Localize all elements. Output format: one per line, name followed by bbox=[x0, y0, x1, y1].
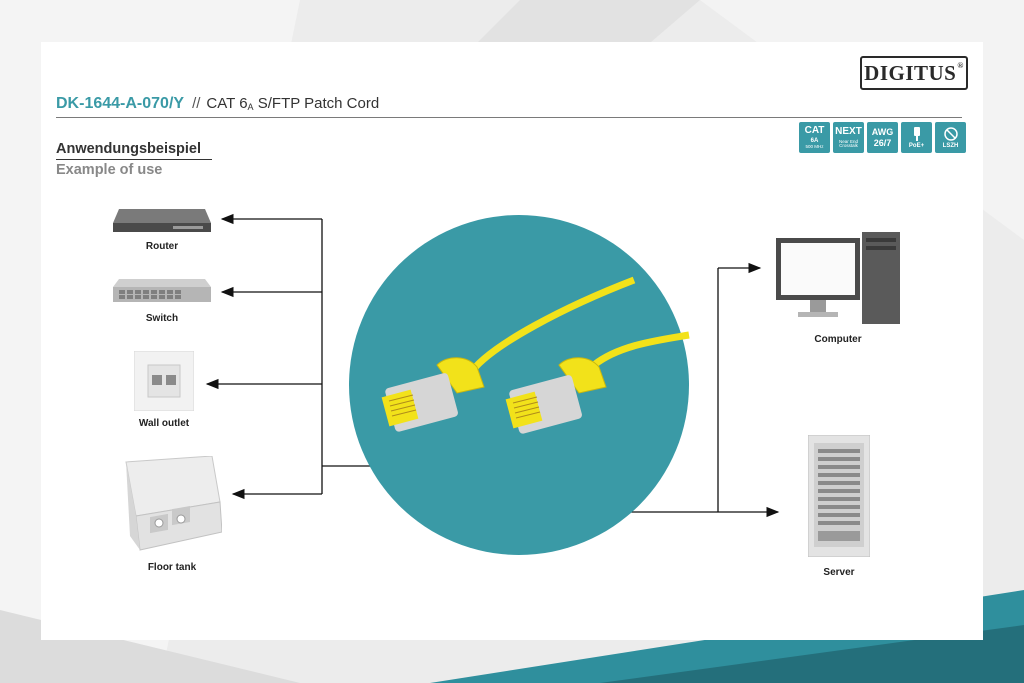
product-desc-suffix: S/FTP Patch Cord bbox=[253, 95, 380, 112]
cat-badge-title: CAT bbox=[804, 124, 825, 136]
cat-badge-sub: 6A bbox=[810, 137, 819, 144]
no-halogen-icon bbox=[943, 126, 958, 141]
rj45-plug-left bbox=[381, 357, 485, 432]
header-divider bbox=[56, 117, 962, 118]
section-title-en: Example of use bbox=[56, 162, 163, 178]
wall-outlet-label: Wall outlet bbox=[138, 418, 190, 429]
server-label: Server bbox=[823, 567, 855, 578]
wall-outlet-icon bbox=[134, 351, 194, 411]
feature-badges: CAT 6A 500 MHz NEXT Near End Crosstalk A… bbox=[799, 122, 966, 153]
plug-icon bbox=[913, 126, 920, 141]
cable-right bbox=[591, 331, 690, 368]
next-badge: NEXT Near End Crosstalk bbox=[833, 122, 864, 153]
server-icon bbox=[808, 435, 870, 557]
title-separator: // bbox=[192, 95, 201, 112]
router-icon bbox=[113, 209, 211, 232]
cat-badge-tiny: 500 MHz bbox=[805, 143, 824, 149]
computer-icon bbox=[776, 232, 900, 324]
router-label: Router bbox=[145, 241, 179, 252]
rj45-plug-right bbox=[505, 357, 607, 434]
product-title: DK-1644-A-070/Y // CAT 6A S/FTP Patch Cord bbox=[56, 95, 379, 113]
switch-icon bbox=[113, 279, 211, 302]
lszh-badge-label: LSZH bbox=[942, 142, 959, 149]
logo-reg-mark: ® bbox=[957, 60, 964, 70]
cable-left bbox=[466, 276, 636, 378]
switch-label: Switch bbox=[145, 313, 179, 324]
awg-badge: AWG 26/7 bbox=[867, 122, 898, 153]
next-badge-tiny: Near End Crosstalk bbox=[838, 138, 858, 148]
product-desc-sub: A bbox=[247, 102, 254, 112]
floor-tank-label: Floor tank bbox=[147, 562, 197, 573]
computer-label: Computer bbox=[814, 334, 862, 345]
section-title-de: Anwendungsbeispiel bbox=[56, 141, 212, 160]
logo-text: DIGITUS bbox=[864, 60, 957, 85]
teal-circle bbox=[349, 215, 689, 555]
cat6a-badge: CAT 6A 500 MHz bbox=[799, 122, 830, 153]
lszh-badge: LSZH bbox=[935, 122, 966, 153]
product-code: DK-1644-A-070/Y bbox=[56, 95, 185, 112]
awg-badge-value: 26/7 bbox=[873, 137, 892, 148]
floor-tank-icon bbox=[125, 456, 222, 551]
product-desc-prefix: CAT 6 bbox=[206, 95, 248, 112]
awg-badge-title: AWG bbox=[871, 126, 894, 137]
next-badge-title: NEXT bbox=[835, 125, 862, 137]
poe-badge: PoE+ bbox=[901, 122, 932, 153]
poe-badge-label: PoE+ bbox=[908, 142, 925, 149]
digitus-logo: DIGITUS® bbox=[860, 56, 968, 90]
patch-cable-illustration bbox=[349, 215, 690, 555]
